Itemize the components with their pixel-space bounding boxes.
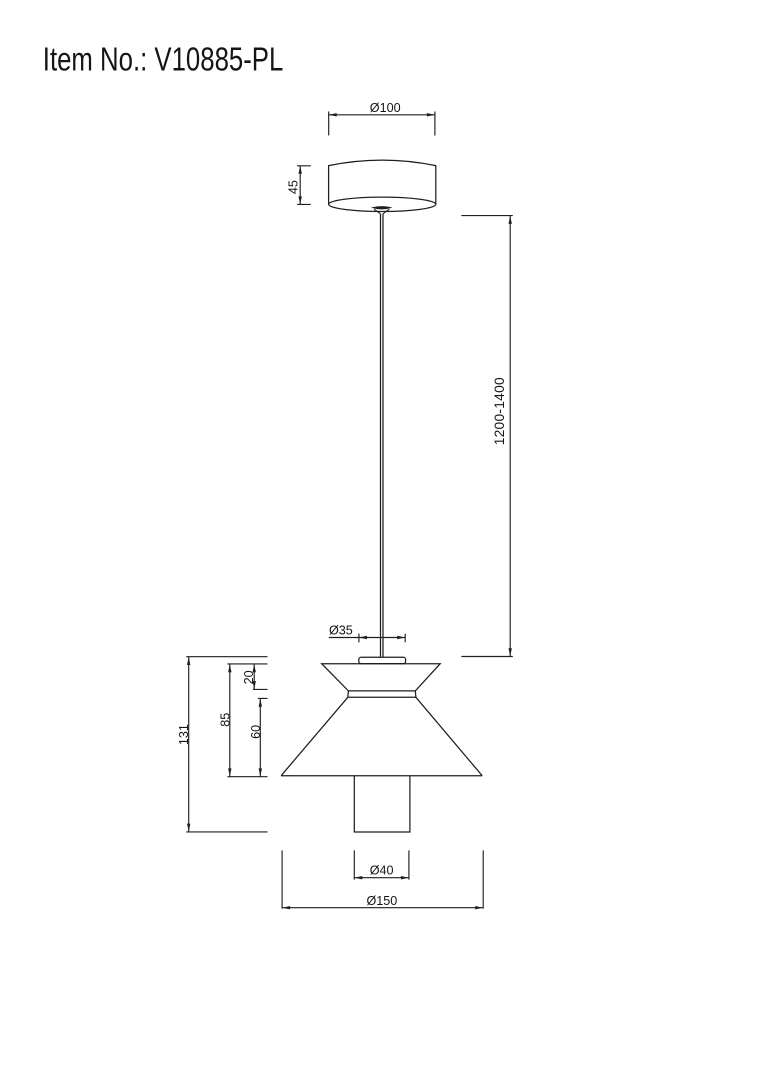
svg-text:Ø35: Ø35 — [329, 624, 353, 638]
svg-text:Ø100: Ø100 — [370, 101, 401, 115]
svg-text:60: 60 — [249, 725, 263, 739]
svg-text:85: 85 — [218, 713, 232, 727]
svg-text:1200-1400: 1200-1400 — [492, 377, 507, 445]
svg-text:20: 20 — [242, 670, 256, 684]
svg-text:Item No.: V10885-PL: Item No.: V10885-PL — [43, 41, 283, 78]
svg-text:Ø150: Ø150 — [366, 894, 397, 908]
svg-text:Ø40: Ø40 — [370, 864, 394, 878]
svg-text:131: 131 — [177, 724, 191, 745]
svg-text:45: 45 — [286, 180, 300, 194]
